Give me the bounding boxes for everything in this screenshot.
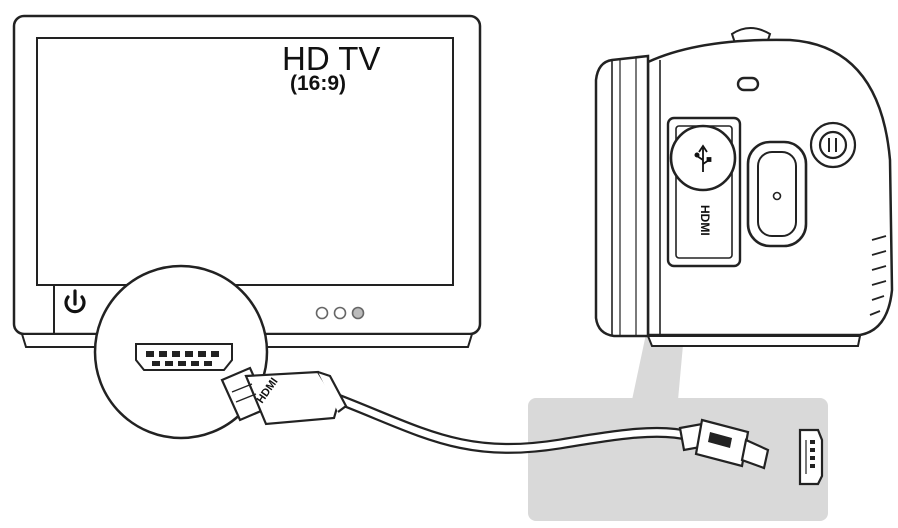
indicator-light: [333, 306, 347, 320]
camcorder-lcd-panel: [594, 54, 650, 338]
plug-boot: [317, 370, 348, 413]
camcorder: [594, 27, 894, 347]
mini-hdmi-port: [798, 428, 824, 486]
camcorder-base: [646, 335, 862, 347]
tv-screen: [36, 37, 454, 286]
hdmi-cable: [324, 390, 696, 454]
record-button-dot: [772, 191, 782, 201]
hdmi-zoom-circle: [93, 264, 269, 440]
indicator-lights: [315, 306, 365, 320]
hdmi-port-icon: [135, 343, 233, 371]
hd-tv: [12, 14, 482, 348]
power-icon: [64, 289, 86, 314]
indicator-light: [351, 306, 365, 320]
usb-icon: [694, 144, 712, 172]
grip-ridges: [869, 235, 887, 316]
indicator-light: [315, 306, 329, 320]
camera-hdmi-label: HDMI: [698, 205, 712, 236]
tv-aspect-ratio: (16:9): [290, 72, 347, 95]
zoom-panel: [528, 398, 828, 521]
hdmi-cable-icon: HDMI: [220, 366, 348, 426]
plug-body: [244, 370, 340, 426]
mode-dial-center: [818, 130, 848, 160]
mini-plug-tip: [740, 438, 770, 470]
mini-hdmi-plug: [678, 418, 770, 470]
camcorder-top-sensor: [736, 76, 760, 92]
tv-title: HD TV: [282, 40, 381, 77]
mini-plug-logo: [708, 432, 732, 448]
